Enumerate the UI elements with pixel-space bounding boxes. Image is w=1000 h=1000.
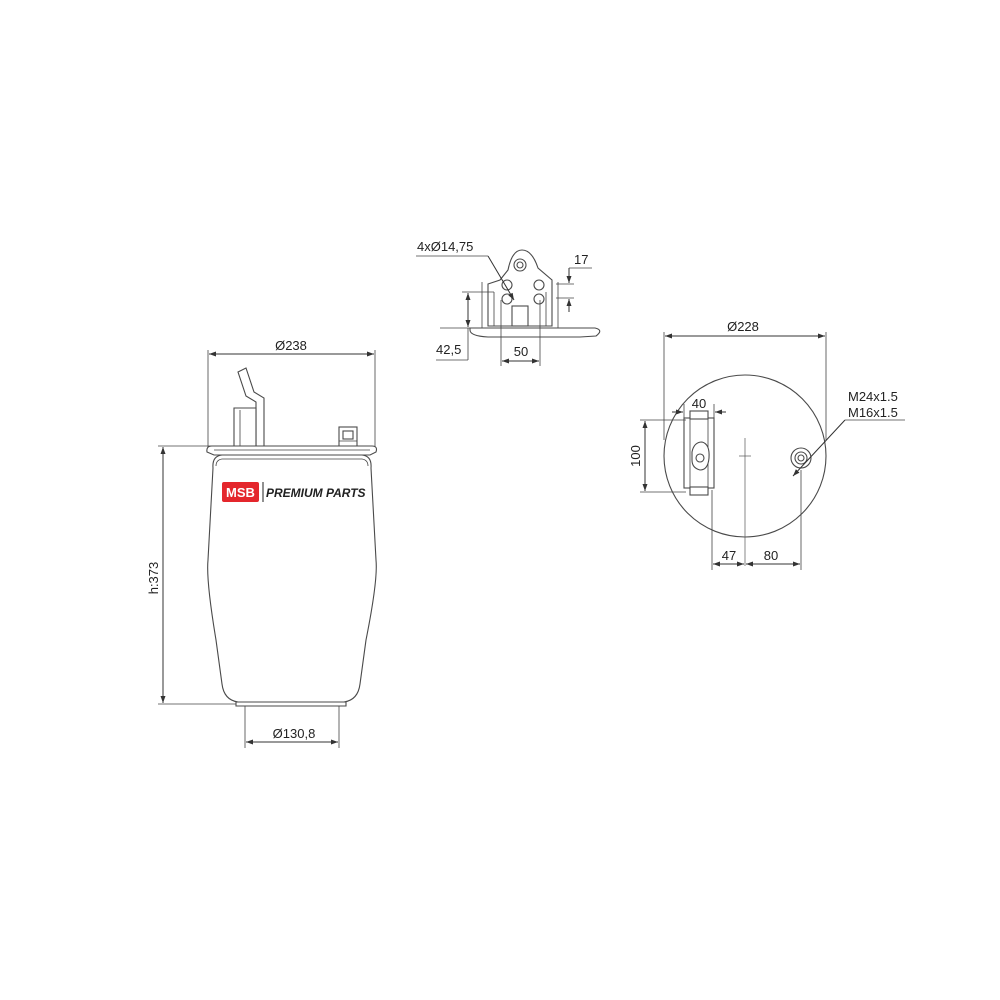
air-connector [338, 426, 358, 449]
dim-50: 50 [500, 300, 541, 366]
dim-threads: M24x1.5 M16x1.5 [792, 389, 905, 477]
dim-17: 17 [556, 252, 592, 312]
dim-40: 40 [672, 396, 726, 418]
thread-1-label: M24x1.5 [848, 389, 898, 404]
dim-100: 100 [628, 419, 686, 493]
thread-2-label: M16x1.5 [848, 405, 898, 420]
piston-base [235, 701, 347, 707]
side-view: Ø238 h:373 [146, 338, 378, 748]
dim-bottom-diameter: Ø130,8 [244, 706, 340, 748]
dim-top-diameter: Ø238 [207, 338, 376, 448]
plan-air-connector [790, 447, 812, 469]
dim-47-label: 47 [722, 548, 736, 563]
dim-holes-label: 4xØ14,75 [417, 239, 473, 254]
dim-40-label: 40 [692, 396, 706, 411]
dim-47-80: 47 80 [711, 470, 802, 570]
dim-bottom-diameter-label: Ø130,8 [273, 726, 316, 741]
dim-holes: 4xØ14,75 [416, 239, 515, 301]
dim-50-label: 50 [514, 344, 528, 359]
dim-100-label: 100 [628, 445, 643, 467]
dim-17-label: 17 [574, 252, 588, 267]
dim-80-label: 80 [764, 548, 778, 563]
dim-plan-diameter-label: Ø228 [727, 319, 759, 334]
plan-view: Ø228 M24x1.5 M16x1.5 [628, 319, 905, 570]
dim-42-5: 42,5 [436, 291, 494, 361]
logo-mark: MSB [226, 485, 255, 500]
dim-plan-diameter: Ø228 [663, 319, 827, 440]
top-bracket [233, 367, 265, 447]
top-plate-view: 4xØ14,75 17 42,5 50 [416, 239, 601, 366]
top-plate [206, 445, 378, 456]
logo-mark-box [222, 482, 259, 502]
dim-42-5-label: 42,5 [436, 342, 461, 357]
plan-bracket [683, 410, 715, 496]
dim-top-diameter-label: Ø238 [275, 338, 307, 353]
dim-height-label: h:373 [146, 562, 161, 595]
logo-text: PREMIUM PARTS [266, 486, 366, 500]
brand-logo: MSB PREMIUM PARTS [222, 482, 366, 502]
